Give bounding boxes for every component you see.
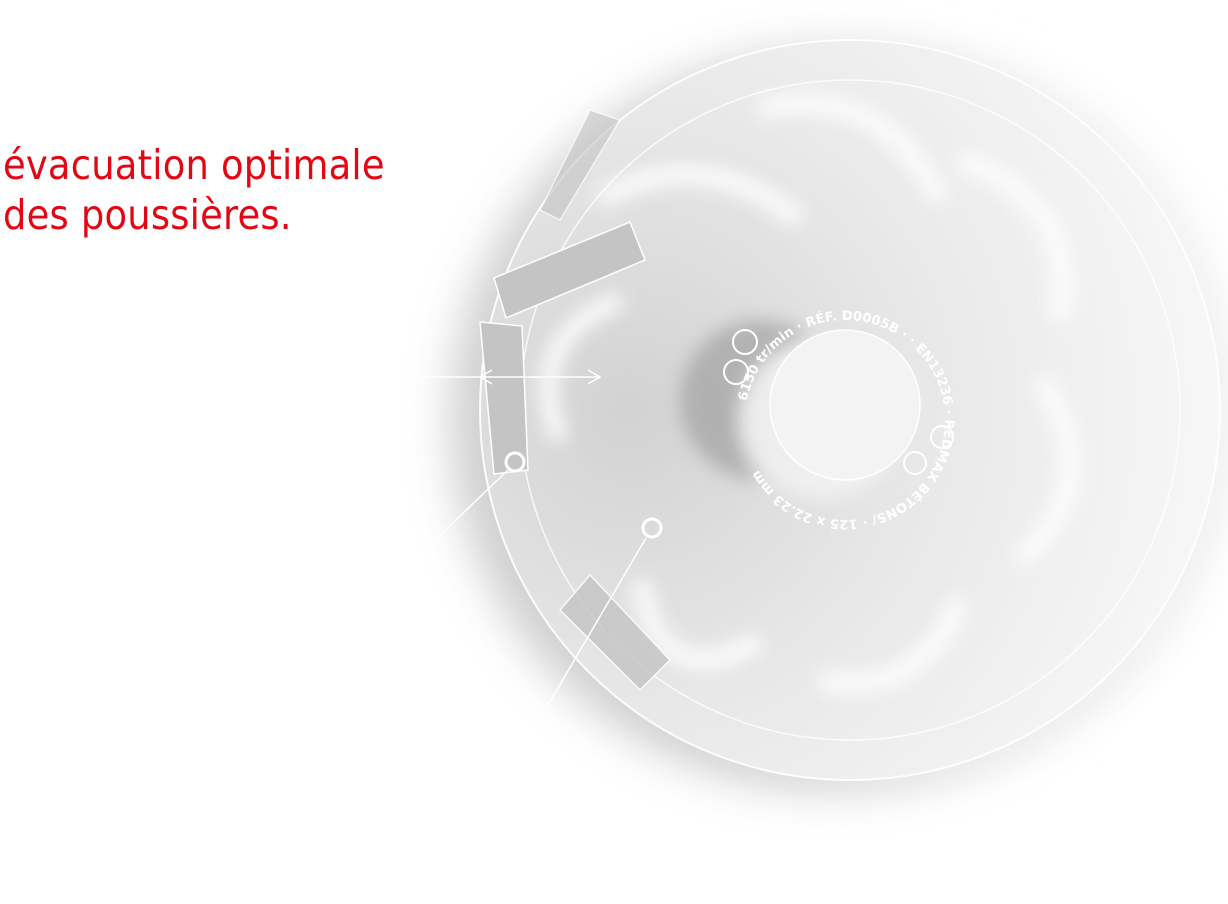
arrow-left-icon <box>478 369 493 385</box>
callout-lines <box>420 369 663 706</box>
headline-line-2: des poussières. <box>3 191 292 239</box>
disc-slots <box>539 95 1080 693</box>
headline-line-1: évacuation optimale <box>3 141 385 189</box>
headline: évacuation optimale des poussières. <box>3 140 385 240</box>
disc-hub <box>769 329 921 481</box>
diamond-segments <box>479 109 672 692</box>
arrow-right-icon <box>587 369 602 385</box>
safety-icons <box>723 329 954 475</box>
